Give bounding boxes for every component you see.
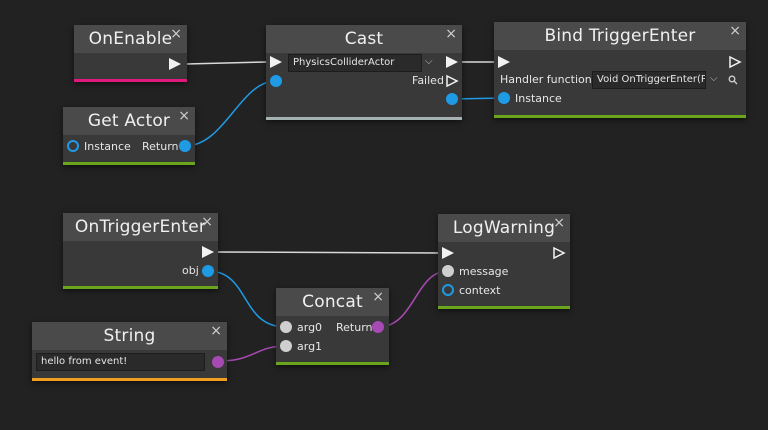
node-bind-triggerenter[interactable]: Bind TriggerEnter × Handler function: Vo… — [494, 22, 746, 118]
context-label: context — [459, 284, 501, 297]
instance-label: Instance — [515, 92, 562, 105]
node-title: OnTriggerEnter — [74, 217, 207, 237]
node-header[interactable]: Concat × — [276, 288, 389, 316]
node-title: String — [103, 326, 156, 346]
node-header[interactable]: Get Actor × — [63, 107, 195, 135]
node-logwarning[interactable]: LogWarning × message context — [438, 214, 570, 309]
node-header[interactable]: LogWarning × — [438, 214, 570, 242]
node-title: Bind TriggerEnter — [544, 26, 696, 46]
close-icon[interactable]: × — [178, 108, 190, 124]
node-color-bar — [74, 79, 187, 82]
close-icon[interactable]: × — [729, 23, 741, 39]
exec-input-pin[interactable] — [498, 56, 510, 68]
node-color-bar — [266, 117, 462, 120]
node-color-bar — [438, 306, 570, 309]
return-label: Return — [336, 321, 373, 334]
handler-function-label: Handler function: — [500, 73, 596, 86]
instance-label: Instance — [84, 140, 131, 153]
exec-output-pin[interactable] — [446, 56, 458, 68]
obj-output-pin[interactable] — [202, 265, 214, 277]
chevron-down-icon[interactable]: ⌵ — [710, 73, 718, 84]
node-header[interactable]: String × — [32, 322, 227, 350]
arg1-label: arg1 — [297, 340, 323, 353]
node-header[interactable]: OnTriggerEnter × — [63, 213, 218, 241]
node-color-bar — [63, 162, 195, 165]
node-color-bar — [63, 286, 218, 289]
node-title: LogWarning — [452, 218, 556, 238]
node-onenable[interactable]: OnEnable × — [74, 25, 187, 82]
handler-function-dropdown[interactable]: Void OnTriggerEnter(Ph — [592, 71, 706, 89]
arg1-input-pin[interactable] — [280, 340, 292, 352]
arg0-input-pin[interactable] — [280, 321, 292, 333]
cast-type-dropdown[interactable]: PhysicsColliderActor — [288, 54, 422, 72]
node-cast[interactable]: Cast × PhysicsColliderActor ⌵ Failed — [266, 25, 462, 120]
object-input-pin[interactable] — [270, 75, 282, 87]
exec-output-pin[interactable] — [202, 246, 214, 258]
close-icon[interactable]: × — [201, 214, 213, 230]
arg0-label: arg0 — [297, 321, 323, 334]
return-label: Return — [142, 140, 179, 153]
context-input-pin[interactable] — [442, 284, 454, 296]
close-icon[interactable]: × — [372, 289, 384, 305]
node-color-bar — [276, 362, 389, 365]
chevron-down-icon[interactable]: ⌵ — [425, 56, 433, 67]
exec-input-pin[interactable] — [442, 247, 454, 259]
return-output-pin[interactable] — [372, 321, 384, 333]
node-concat[interactable]: Concat × arg0 Return arg1 — [276, 288, 389, 365]
close-icon[interactable]: × — [210, 323, 222, 339]
node-color-bar — [494, 115, 746, 118]
exec-output-pin[interactable] — [169, 58, 181, 70]
failed-label: Failed — [412, 74, 444, 87]
exec-input-pin[interactable] — [270, 56, 282, 68]
string-value-input[interactable]: hello from event! — [36, 353, 205, 371]
node-header[interactable]: OnEnable × — [74, 25, 187, 53]
search-icon[interactable] — [728, 75, 738, 85]
message-label: message — [459, 265, 509, 278]
node-string[interactable]: String × hello from event! — [32, 322, 227, 381]
exec-output-open-pin-icon[interactable] — [445, 74, 459, 88]
message-input-pin[interactable] — [442, 265, 454, 277]
exec-output-open-pin-icon[interactable] — [552, 246, 566, 260]
wire-obj-to-concat — [207, 270, 287, 328]
close-icon[interactable]: × — [553, 215, 565, 231]
exec-output-open-pin-icon[interactable] — [728, 55, 742, 69]
node-title: Cast — [344, 29, 384, 49]
node-title: Concat — [302, 292, 363, 312]
node-title: OnEnable — [88, 29, 173, 49]
node-header[interactable]: Cast × — [266, 25, 462, 53]
node-ontriggerenter[interactable]: OnTriggerEnter × obj — [63, 213, 218, 289]
object-output-pin[interactable] — [446, 93, 458, 105]
close-icon[interactable]: × — [445, 26, 457, 42]
return-output-pin[interactable] — [179, 140, 191, 152]
close-icon[interactable]: × — [170, 26, 182, 42]
wire-ontrigger-to-logwarning — [214, 251, 447, 254]
node-color-bar — [32, 378, 227, 381]
string-output-pin[interactable] — [212, 356, 224, 368]
node-header[interactable]: Bind TriggerEnter × — [494, 22, 746, 50]
wire-onenable-to-cast — [185, 61, 267, 65]
wire-getactor-to-cast — [184, 80, 277, 147]
instance-input-pin[interactable] — [67, 140, 79, 152]
node-get-actor[interactable]: Get Actor × Instance Return — [63, 107, 195, 165]
node-title: Get Actor — [87, 111, 171, 131]
instance-input-pin[interactable] — [498, 92, 510, 104]
obj-label: obj — [182, 264, 199, 277]
